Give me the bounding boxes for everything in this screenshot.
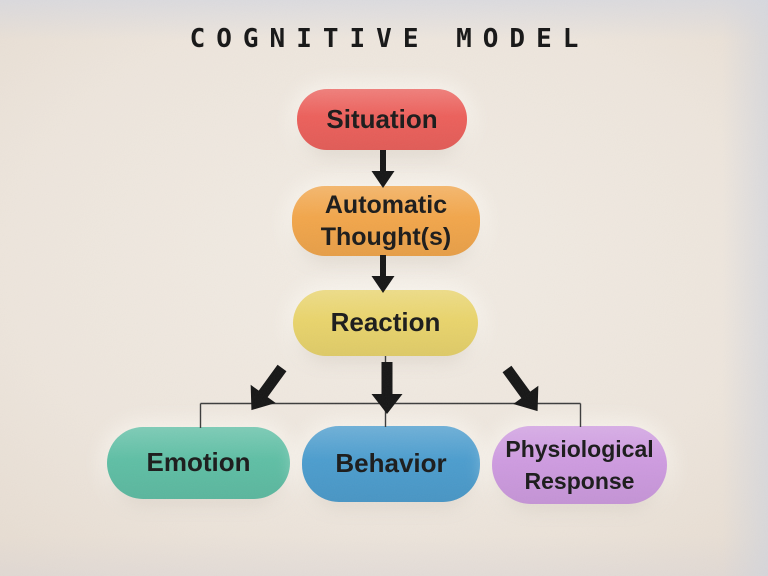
node-automatic-thoughts: Automatic Thought(s) <box>292 186 480 256</box>
node-reaction-label: Reaction <box>330 307 441 338</box>
arrow-situation-to-automatic-icon <box>371 150 395 188</box>
node-physiological-response: Physiological Response <box>492 426 667 504</box>
arrow-reaction-to-behavior-icon <box>371 362 403 414</box>
node-emotion-label: Emotion <box>146 447 251 478</box>
diagram-title: COGNITIVE MODEL <box>189 24 590 54</box>
node-automatic-thoughts-label: Automatic Thought(s) <box>320 190 452 252</box>
arrow-reaction-to-physiological-icon <box>494 359 551 421</box>
node-situation: Situation <box>297 89 467 150</box>
arrow-reaction-to-emotion-icon <box>238 358 295 420</box>
node-situation-label: Situation <box>326 103 438 134</box>
node-physiological-response-label: Physiological Response <box>505 435 654 494</box>
node-behavior-label: Behavior <box>335 448 447 479</box>
node-emotion: Emotion <box>107 427 290 499</box>
node-behavior: Behavior <box>302 426 480 502</box>
node-reaction: Reaction <box>293 290 478 356</box>
arrow-automatic-to-reaction-icon <box>371 255 395 293</box>
connector-lines <box>199 356 582 428</box>
